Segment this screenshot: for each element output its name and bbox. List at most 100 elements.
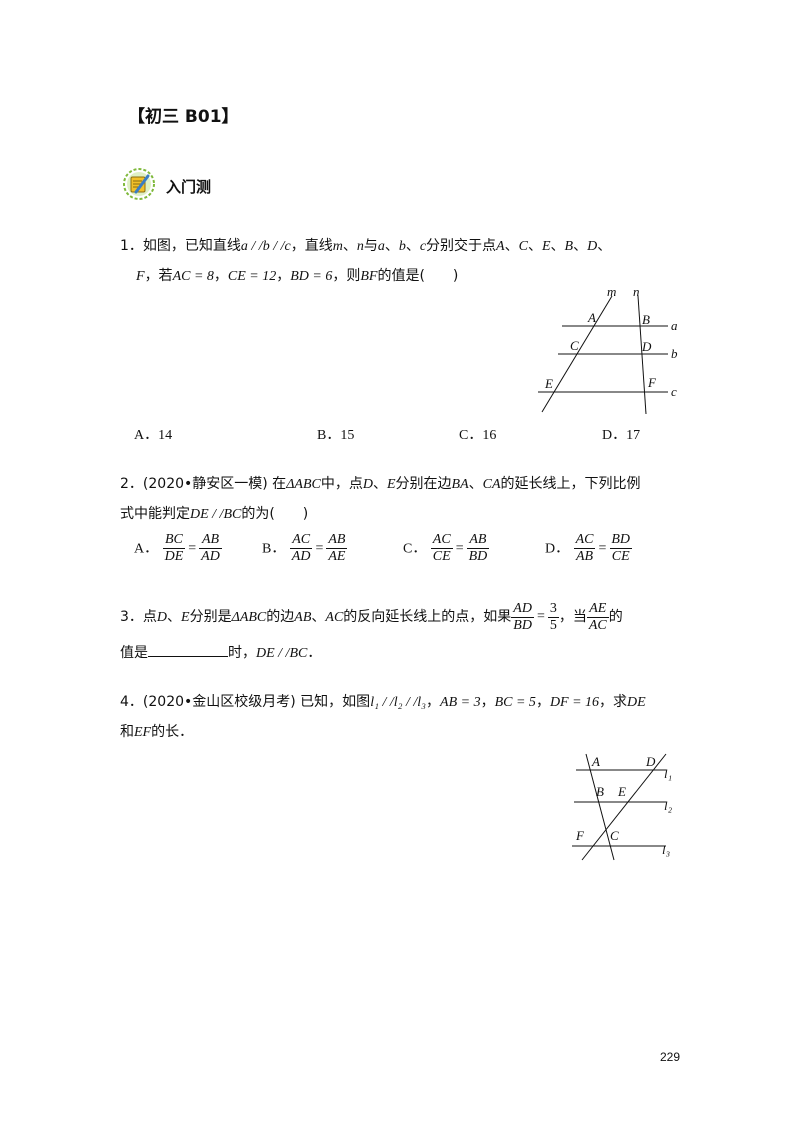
numerator: BC: [164, 532, 183, 547]
q4-text: ，求: [599, 694, 628, 710]
q3-num: 3．: [120, 609, 143, 625]
numerator: AB: [469, 532, 487, 547]
q2-text: 的延长线上，下列比例: [500, 476, 641, 492]
q1-text: 、: [504, 238, 519, 254]
q1-text: 、: [550, 238, 565, 254]
denominator: AC: [586, 616, 609, 633]
fig4-label-F: F: [575, 828, 585, 843]
q1-math: c: [419, 239, 427, 254]
q1-text: ，: [213, 268, 228, 284]
q1-math: AC = 8: [172, 269, 214, 284]
q1-math: a: [377, 239, 385, 254]
answer-blank[interactable]: [148, 642, 228, 657]
q2-text: 分别在边: [395, 476, 452, 492]
q1-math: B: [564, 239, 574, 254]
q3-text: ．: [307, 645, 322, 661]
q1-text: 如图，已知直线: [142, 238, 241, 254]
denominator: CE: [609, 548, 632, 564]
q3-text: 、: [311, 609, 326, 625]
q3-math: E: [181, 610, 190, 625]
q1-math: A: [496, 239, 505, 254]
numerator: AB: [328, 532, 346, 547]
q2-math: ΔABC: [286, 477, 321, 492]
q4-math: DF = 16: [549, 695, 600, 710]
q1-math: n: [356, 239, 364, 254]
q2-math: E: [386, 477, 396, 492]
q3-text: 的边: [266, 609, 295, 625]
q2-text: 式中能判定: [120, 506, 190, 522]
fig1-label-C: C: [570, 338, 579, 353]
fig4-label-A: A: [591, 754, 600, 769]
q4-math: l₁ / /l₂ / /l₃: [370, 695, 427, 710]
q1-math: E: [541, 239, 551, 254]
q1-text: ，: [276, 268, 291, 284]
denominator: AE: [326, 548, 348, 564]
denominator: DE: [162, 548, 186, 564]
q1-math: D: [587, 239, 598, 254]
denominator: AD: [289, 548, 313, 564]
fig1-label-B: B: [642, 312, 650, 327]
option-label: D．: [602, 428, 627, 443]
numerator: BD: [611, 532, 631, 547]
q1-option-a[interactable]: A．14: [134, 424, 172, 444]
question-1-line-1: 1．如图，已知直线a / /b / /c，直线m、n与a、b、c分别交于点A、C…: [120, 236, 611, 257]
q1-option-d[interactable]: D．17: [602, 424, 640, 444]
q1-option-c[interactable]: C．16: [459, 424, 496, 444]
q4-math: AB = 3: [440, 695, 481, 710]
fig1-label-D: D: [641, 339, 652, 354]
fig1-label-F: F: [647, 375, 657, 390]
q3-math: DE / /BC: [256, 646, 308, 661]
q1-text: 、: [384, 238, 399, 254]
q3-text: 分别是: [189, 609, 232, 625]
q1-text: ，则: [332, 268, 361, 284]
q1-text: 、: [342, 238, 357, 254]
q1-text: 、: [573, 238, 588, 254]
q3-text: 值是: [120, 645, 148, 661]
numerator: AD: [513, 600, 532, 616]
q1-math: CE = 12: [227, 269, 277, 284]
question-4-line-1: 4．(2020•金山区校级月考) 已知，如图l₁ / /l₂ / /l₃，AB …: [120, 692, 646, 713]
equals-sign: =: [315, 540, 324, 556]
section-label: 入门测: [166, 178, 212, 196]
denominator: AB: [573, 548, 596, 564]
q1-text: 、: [527, 238, 542, 254]
q3-math: ΔABC: [231, 610, 267, 625]
option-value: 17: [626, 428, 641, 443]
numerator: AC: [575, 532, 594, 547]
q3-text: 、: [167, 609, 182, 625]
q1-text: 、: [597, 238, 612, 254]
q4-math: BC = 5: [494, 695, 536, 710]
q1-text: 分别交于点: [426, 238, 497, 254]
equals-sign: =: [188, 540, 197, 556]
q3-text: 点: [142, 609, 157, 625]
fig1-label-A: A: [587, 310, 596, 325]
fig4-label-B: B: [596, 784, 604, 799]
q1-num: 1．: [120, 238, 143, 254]
option-label: A．: [134, 428, 159, 443]
q2-math: DE / /BC: [190, 507, 242, 522]
q1-option-b[interactable]: B．15: [317, 424, 354, 444]
q2-math: BA: [451, 477, 469, 492]
fig4-label-D: D: [645, 754, 656, 769]
page-number: 229: [659, 1050, 680, 1064]
q2-text: 中，点: [320, 476, 363, 492]
q1-math: F: [136, 269, 145, 284]
denominator: BD: [466, 548, 490, 564]
q1-math: BD = 6: [290, 269, 333, 284]
q4-text: 和: [120, 724, 134, 740]
option-label: C．: [403, 541, 427, 557]
numerator: AE: [589, 600, 607, 616]
numerator: AC: [432, 532, 451, 547]
